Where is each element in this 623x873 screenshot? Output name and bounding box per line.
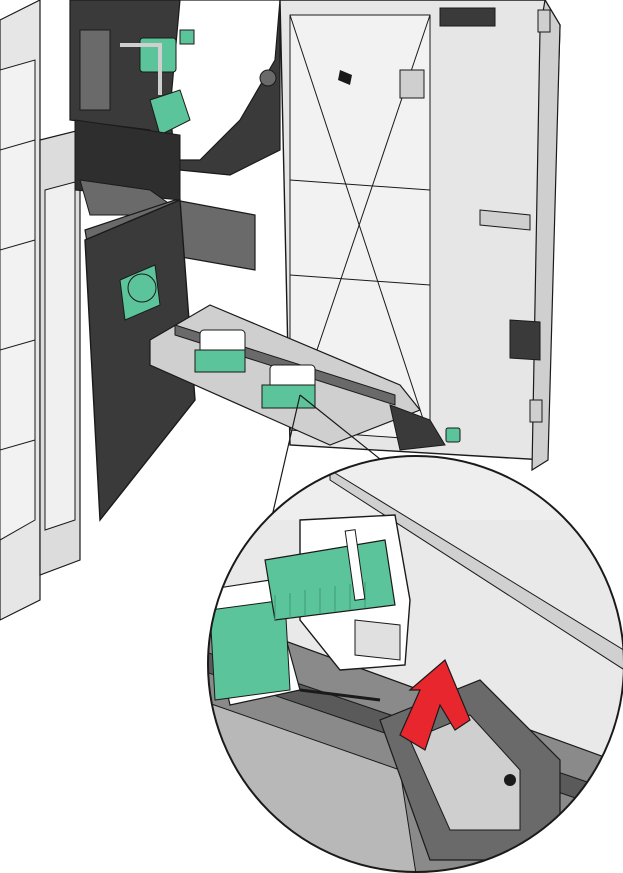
zoom-detail-circle [207, 455, 623, 873]
printer-left-body [0, 0, 81, 621]
stapler-unit-pulled-out [84, 198, 461, 522]
open-front-door [279, 0, 561, 472]
finisher-upper-interior [69, 0, 281, 216]
insert-direction-arrow-icon [399, 659, 471, 751]
